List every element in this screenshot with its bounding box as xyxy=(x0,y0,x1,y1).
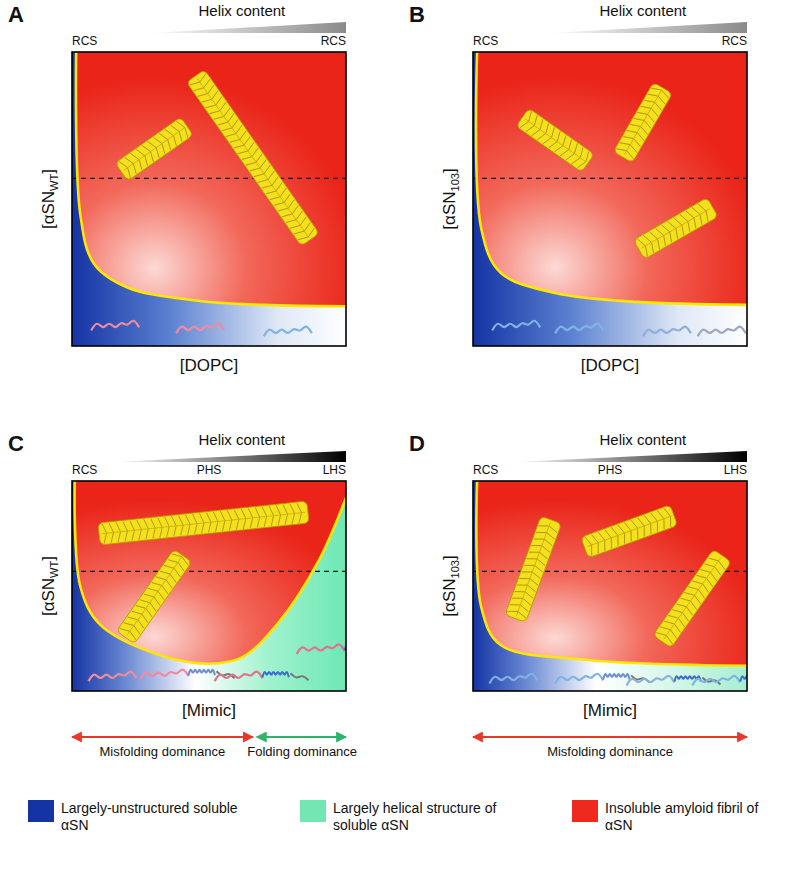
legend-text: Insoluble amyloid fibril of αSN xyxy=(605,800,783,834)
x-axis-label: [Mimic] xyxy=(182,701,236,721)
x-axis-label: [DOPC] xyxy=(581,356,640,376)
scale-label: RCS xyxy=(72,464,97,478)
fibril-region xyxy=(473,52,747,305)
legend-text: Largely-unstructured soluble αSN xyxy=(61,800,239,834)
dashed-threshold xyxy=(72,571,346,572)
monomer-tail xyxy=(290,673,308,680)
helix-coil xyxy=(262,672,288,677)
dominance-label: Folding dominance xyxy=(247,745,357,760)
amyloid-fibril xyxy=(581,505,678,558)
monomer-squiggle xyxy=(692,676,740,686)
monomer-squiggle xyxy=(698,327,746,337)
soluble-region xyxy=(473,481,747,691)
scale-label: RCS xyxy=(72,35,97,49)
panel-letter: B xyxy=(409,2,425,27)
legend-swatch xyxy=(572,800,598,822)
amyloid-fibril xyxy=(516,108,594,172)
axis-title: Helix content xyxy=(600,431,687,448)
phase-panel xyxy=(473,451,786,691)
scale-label: LHS xyxy=(724,464,747,478)
x-axis-label: [DOPC] xyxy=(180,356,239,376)
phase-panel xyxy=(473,22,747,346)
dominance-label: Misfolding dominance xyxy=(547,745,673,760)
dominance-arrow xyxy=(257,736,346,738)
dashed-threshold xyxy=(473,178,747,179)
dominance-label: Misfolding dominance xyxy=(100,745,226,760)
y-axis-label: [αSN103] xyxy=(440,555,462,616)
soluble-region xyxy=(72,52,346,346)
monomer-squiggle xyxy=(489,674,537,684)
scale-label: RCS xyxy=(321,35,346,49)
phase-boundary xyxy=(476,481,747,666)
phase-boundary xyxy=(76,52,346,306)
amyloid-fibril xyxy=(505,516,562,622)
scale-label: PHS xyxy=(598,464,623,478)
plot-frame xyxy=(72,481,346,691)
helix-coil xyxy=(740,676,747,681)
monomer-squiggle xyxy=(492,321,540,331)
monomer-squiggle xyxy=(555,674,603,684)
soluble-region xyxy=(473,52,747,346)
fibril-region xyxy=(473,481,747,666)
scale-label: RCS xyxy=(473,35,498,49)
amyloid-fibril xyxy=(633,198,718,260)
legend-text: Largely helical structure of soluble αSN xyxy=(333,800,511,834)
amyloid-fibril xyxy=(98,501,309,545)
dashed-threshold xyxy=(72,178,346,179)
phase-boundary xyxy=(476,52,747,305)
monomer-squiggle xyxy=(555,324,603,334)
scale-label: LHS xyxy=(323,464,346,478)
panel-letter: D xyxy=(409,431,425,456)
dominance-arrow xyxy=(72,736,253,738)
dominance-arrow xyxy=(473,736,747,738)
scale-label: PHS xyxy=(197,464,222,478)
monomer-squiggle xyxy=(643,327,691,337)
monomer-squiggle xyxy=(141,670,189,680)
monomer-squiggle xyxy=(264,327,312,337)
legend-swatch xyxy=(300,800,326,822)
helix-coil xyxy=(603,674,629,679)
soluble-region xyxy=(72,481,346,691)
y-axis-label: [αSNWT] xyxy=(39,169,61,229)
monomer-squiggle xyxy=(626,676,674,686)
y-axis-label: [αSNWT] xyxy=(39,556,61,616)
amyloid-fibril xyxy=(115,117,193,181)
amyloid-fibril xyxy=(653,549,731,648)
panel-letter: C xyxy=(8,431,24,456)
amyloid-fibril xyxy=(613,82,672,162)
panel-letter: A xyxy=(8,2,24,27)
helix-coil xyxy=(189,670,215,675)
plot-frame xyxy=(473,52,747,346)
y-axis-label: [αSN103] xyxy=(440,168,462,229)
helix-gradient-bar xyxy=(149,22,346,33)
scale-label: RCS xyxy=(473,464,498,478)
legend-swatch xyxy=(28,800,54,822)
monomer-squiggle xyxy=(91,321,139,331)
scale-label: RCS xyxy=(722,35,747,49)
phase-panel xyxy=(72,451,391,691)
monomer-squiggle xyxy=(88,672,136,682)
amyloid-fibril xyxy=(117,549,192,644)
x-axis-label: [Mimic] xyxy=(583,701,637,721)
amyloid-fibril xyxy=(186,70,319,246)
fibril-region xyxy=(72,481,346,664)
monomer-squiggle xyxy=(176,324,224,334)
phase-boundary xyxy=(75,481,346,664)
plot-frame xyxy=(473,481,747,691)
monomer-squiggle xyxy=(297,644,345,654)
helix-gradient-bar xyxy=(550,22,747,33)
phase-panel xyxy=(72,22,346,346)
axis-title: Helix content xyxy=(199,2,286,19)
helix-gradient-bar xyxy=(514,451,747,462)
fibril-region xyxy=(72,52,346,306)
axis-title: Helix content xyxy=(199,431,286,448)
axis-title: Helix content xyxy=(600,2,687,19)
helix-gradient-bar xyxy=(113,451,346,462)
monomer-squiggle xyxy=(214,672,262,682)
plot-frame xyxy=(72,52,346,346)
